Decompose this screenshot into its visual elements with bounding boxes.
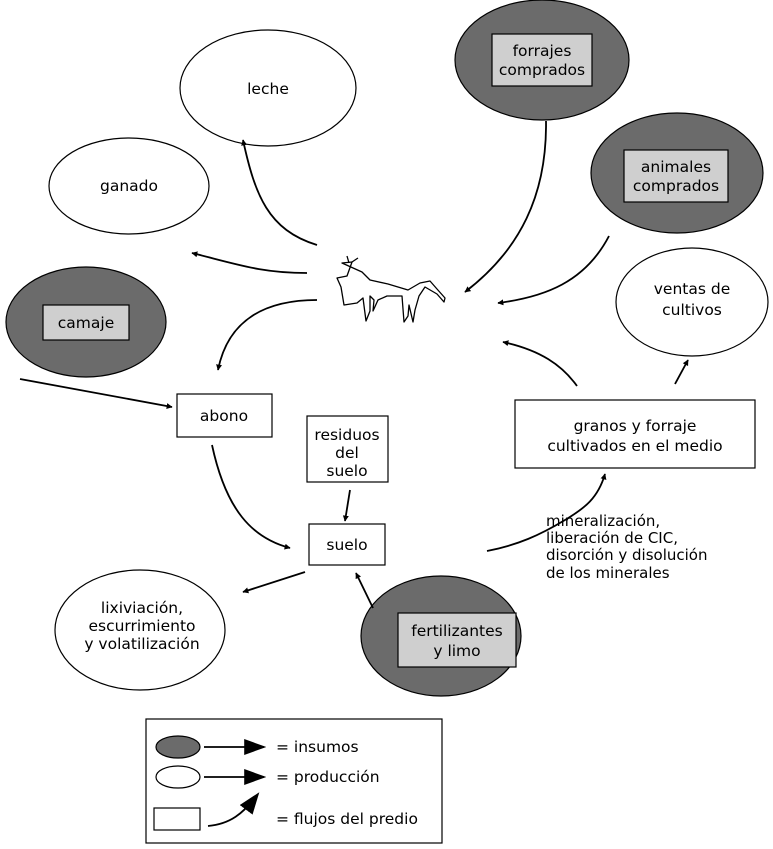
animales-label-2: comprados [633, 177, 719, 195]
forrajes-label-2: comprados [499, 61, 585, 79]
legend: = insumos = producción = flujos del pred… [145, 718, 443, 844]
legend-flujos-swatch [153, 807, 201, 831]
node-forrajes-comprados: forrajes comprados [454, 0, 630, 121]
lixiviacion-label-3: y volatilización [84, 635, 199, 653]
granos-label-2: cultivados en el medio [547, 437, 722, 455]
node-residuos-del-suelo: residuos del suelo [306, 415, 389, 483]
legend-insumos-swatch [155, 735, 201, 759]
leche-label: leche [247, 80, 289, 98]
camaje-label: camaje [58, 314, 114, 332]
suelo-label: suelo [326, 536, 367, 554]
node-fertilizantes-y-limo: fertilizantes y limo [360, 575, 522, 697]
ventas-label-2: cultivos [662, 301, 722, 319]
node-suelo: suelo [308, 523, 386, 566]
node-ganado: ganado [48, 137, 210, 235]
residuos-label-1: residuos [314, 426, 379, 444]
node-leche: leche [179, 29, 357, 147]
node-granos-y-forraje: granos y forraje cultivados en el medio [514, 399, 756, 469]
legend-produccion-label: = producción [276, 768, 380, 786]
ventas-label-1: ventas de [654, 280, 731, 298]
fertilizantes-label-2: y limo [433, 642, 480, 660]
node-lixiviacion: lixiviación, escurrimiento y volatilizac… [54, 569, 226, 691]
arrow-to-leche [241, 139, 318, 246]
arrow-cow-to-abono [216, 299, 318, 371]
mineralizacion-text: mineralización, liberación de CIC, disor… [546, 512, 707, 582]
arrow-from-forrajes [464, 120, 547, 293]
arrow-to-ganado [191, 251, 308, 274]
legend-insumos: = insumos [155, 735, 359, 759]
mineralizacion-line-1: mineralización, [546, 512, 660, 530]
animales-label-1: animales [641, 158, 711, 176]
arrow-from-animales [497, 235, 610, 306]
node-ventas-de-cultivos: ventas de cultivos [615, 247, 769, 357]
node-camaje: camaje [5, 266, 167, 378]
legend-flujos: = flujos del predio [153, 792, 418, 831]
legend-produccion-swatch [155, 765, 201, 789]
mineralizacion-line-3: disorción y disolución [546, 546, 707, 564]
legend-flujos-arrow [207, 792, 260, 827]
legend-flujos-label: = flujos del predio [276, 810, 418, 828]
fertilizantes-label-1: fertilizantes [411, 622, 503, 640]
legend-insumos-label: = insumos [276, 738, 359, 756]
cow-icon [336, 255, 446, 323]
abono-label: abono [200, 407, 248, 425]
ganado-label: ganado [100, 177, 158, 195]
lixiviacion-label-2: escurrimiento [88, 617, 195, 635]
granos-label-1: granos y forraje [574, 417, 697, 435]
node-abono: abono [176, 393, 273, 438]
arrow-granos-to-cow [502, 340, 578, 387]
arrow-abono-to-suelo [211, 444, 291, 550]
arrow-residuos-to-suelo [342, 489, 351, 522]
arrow-to-lixiviacion [242, 571, 306, 594]
residuos-label-2: del [335, 444, 359, 462]
lixiviacion-label-1: lixiviación, [101, 599, 183, 617]
arrow-mineral-to-granos [486, 473, 607, 552]
arrow-to-ventas [674, 359, 689, 385]
forrajes-label-1: forrajes [513, 42, 572, 60]
residuos-label-3: suelo [326, 462, 367, 480]
node-animales-comprados: animales comprados [590, 112, 764, 234]
arrow-camaje-to-abono [19, 378, 173, 409]
legend-produccion: = producción [155, 765, 380, 789]
mineralizacion-line-2: liberación de CIC, [546, 529, 678, 547]
mineralizacion-line-4: de los minerales [546, 564, 670, 582]
arrow-fertilizantes-to-suelo [355, 572, 374, 609]
